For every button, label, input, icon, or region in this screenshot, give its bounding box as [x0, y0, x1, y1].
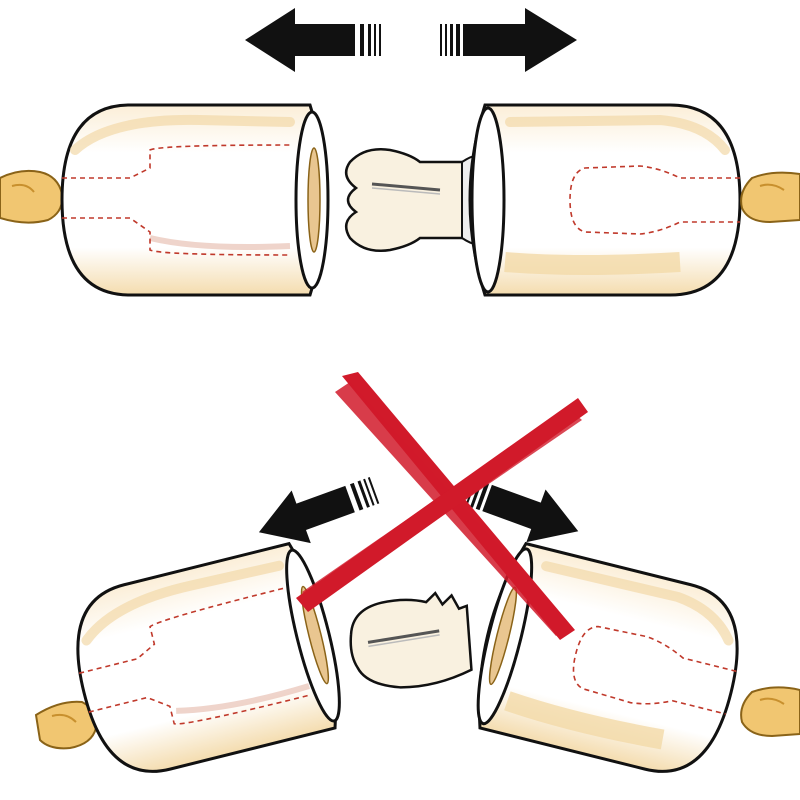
- hand-icon: [740, 686, 800, 738]
- arrow-left-icon: [245, 8, 381, 72]
- panel-straight-pull: [0, 8, 800, 297]
- panel-angled-pull: [34, 372, 800, 773]
- connector-plug: [344, 148, 487, 252]
- left-tube-half: [60, 103, 330, 297]
- broken-connector-plug: [349, 591, 473, 689]
- right-tube-half: [468, 103, 742, 297]
- hand-icon: [34, 700, 98, 750]
- hand-icon: [0, 169, 64, 224]
- cross-mark-icon: [296, 372, 588, 640]
- arrow-left-icon: [258, 477, 380, 544]
- hand-icon: [740, 171, 800, 224]
- left-tube-half: [76, 541, 341, 773]
- arrow-right-icon: [440, 8, 577, 72]
